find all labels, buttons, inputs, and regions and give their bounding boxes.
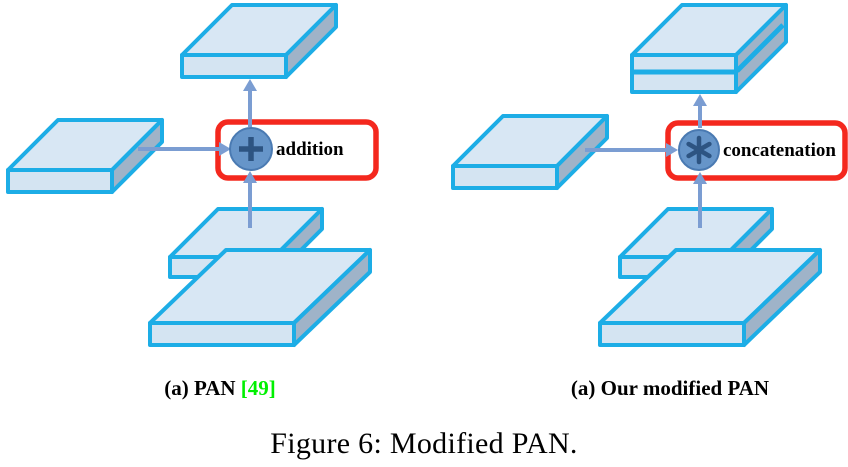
right-subfigure-caption: (a) Our modified PAN (570, 376, 770, 400)
left-caption-text: (a) PAN (164, 376, 241, 400)
arrow-head (219, 142, 231, 156)
arrow-head (243, 171, 257, 183)
left-horizontal-arrow (138, 142, 231, 156)
slab-front-face (6, 168, 114, 194)
left-output-feature-map (180, 3, 338, 79)
right-lower-vertical-arrow (693, 172, 707, 228)
concatenation-label: concatenation (723, 140, 836, 161)
right-horizontal-arrow (585, 143, 678, 157)
figure-caption: Figure 6: Modified PAN. (270, 427, 578, 460)
arrow-head (693, 94, 707, 106)
left-lateral-feature-map (6, 118, 164, 194)
pan-right-diagram (451, 3, 848, 347)
right-lateral-feature-map (451, 114, 609, 190)
concat-divider-side (735, 23, 785, 73)
asterisk-icon (686, 135, 712, 165)
addition-label: addition (276, 139, 344, 160)
slab-front-face (598, 321, 746, 347)
arrow-head (693, 172, 707, 184)
slab-front-face (180, 53, 288, 79)
citation-49: [49] (240, 376, 276, 400)
arrow-head (666, 143, 678, 157)
asterisk-diagonal-bar (686, 141, 712, 159)
right-output-concatenated-feature-map (630, 3, 788, 94)
left-upper-vertical-arrow (243, 79, 257, 127)
left-lower-vertical-arrow (243, 171, 257, 228)
left-large-feature-map (148, 248, 372, 347)
left-subfigure-caption: (a) PAN [49] (0, 375, 440, 401)
arrow-head (243, 79, 257, 91)
slab-front-face (148, 321, 296, 347)
plus-icon (239, 137, 263, 161)
pan-left-diagram (6, 3, 379, 347)
slab-front-face (451, 164, 559, 190)
right-large-feature-map (598, 248, 822, 347)
right-upper-vertical-arrow (693, 94, 707, 128)
